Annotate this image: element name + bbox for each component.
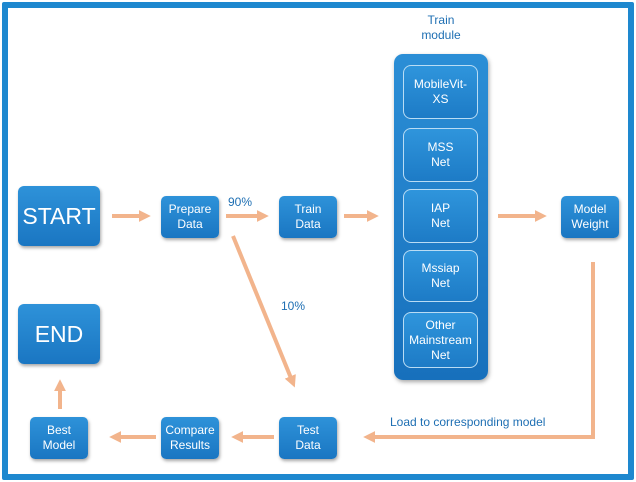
end-node: END: [18, 304, 100, 364]
test-data-node: Test Data: [279, 417, 337, 459]
train-split-label: 90%: [228, 195, 253, 209]
train-module-item-label: Other Mainstream Net: [409, 317, 472, 362]
train-module-item-label: Mssiap Net: [421, 261, 460, 290]
model-weight-node: Model Weight: [561, 196, 619, 238]
train-module-item: IAP Net: [403, 189, 478, 243]
best-model-label: Best Model: [42, 423, 76, 452]
load-model-label: Load to corresponding model: [390, 415, 546, 429]
arrow-prepare-to-test: [231, 235, 296, 388]
start-node: START: [18, 186, 100, 246]
train-module-item-label: IAP Net: [430, 201, 451, 230]
train-module-item: Other Mainstream Net: [403, 312, 478, 368]
prepare-data-label: Prepare Data: [168, 202, 212, 231]
train-module-item-label: MSS Net: [427, 140, 454, 169]
compare-results-label: Compare Results: [165, 423, 215, 452]
model-weight-label: Model Weight: [571, 202, 609, 231]
train-module-item: MobileVit- XS: [403, 65, 478, 119]
prepare-data-node: Prepare Data: [161, 196, 219, 238]
train-module-item: Mssiap Net: [403, 250, 478, 302]
compare-results-node: Compare Results: [161, 417, 219, 459]
best-model-node: Best Model: [30, 417, 88, 459]
test-data-label: Test Data: [295, 423, 321, 452]
train-module-item-label: MobileVit- XS: [413, 77, 468, 106]
train-module-item: MSS Net: [403, 128, 478, 182]
end-label: END: [34, 320, 84, 347]
train-data-label: Train Data: [294, 202, 322, 231]
test-split-label: 10%: [281, 299, 306, 313]
train-module-title: Train module: [421, 13, 461, 42]
start-label: START: [22, 202, 96, 229]
arrow-weight-to-test: [363, 262, 595, 443]
train-data-node: Train Data: [279, 196, 337, 238]
